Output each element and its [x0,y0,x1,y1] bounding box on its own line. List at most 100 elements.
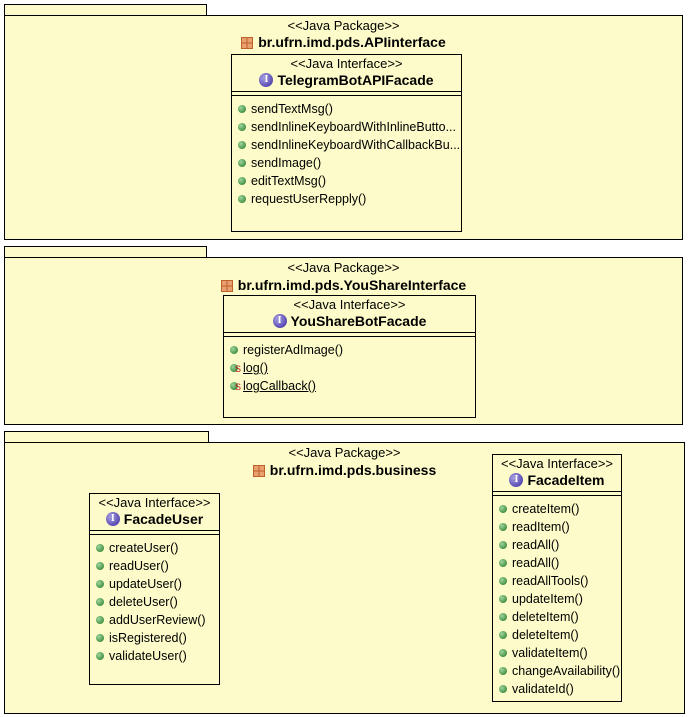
operation[interactable]: readAllTools() [493,572,621,590]
operation-label: updateItem() [512,592,583,606]
interface-icon: I [105,512,120,526]
operation[interactable]: addUserReview() [90,611,219,629]
operation[interactable]: deleteItem() [493,626,621,644]
static-marker: S [235,364,242,374]
interface-name-row: I YouShareBotFacade [224,313,475,329]
operation[interactable]: registerAdImage() [224,341,475,359]
operation-label: sendInlineKeyboardWithInlineButto... [251,120,456,134]
operations-list: createUser() readUser() updateUser() del… [90,535,219,665]
interface-stereotype: <<Java Interface>> [500,456,614,471]
public-method-icon [238,159,246,167]
operation-label: registerAdImage() [243,343,344,357]
operation-label: changeAvailability() [512,664,621,678]
operation-label: sendTextMsg() [251,102,333,116]
interface-stereotype: <<Java Interface>> [293,297,406,312]
operation-label: createItem() [512,502,580,516]
interface-name-row: I FacadeItem [493,472,621,488]
interface-icon: I [259,73,274,87]
public-method-icon [499,631,507,639]
operation-label: readAll() [512,538,560,552]
interface-facadeitem[interactable]: <<Java Interface>> I FacadeItem createIt… [492,454,622,702]
operation[interactable]: changeAvailability() [493,662,621,680]
package-stereotype: <<Java Package>> [287,260,400,275]
operation[interactable]: readAll() [493,554,621,572]
public-method-icon [499,685,507,693]
package-name: br.ufrn.imd.pds.YouShareInterface [237,277,467,293]
operations-list: sendTextMsg() sendInlineKeyboardWithInli… [232,96,461,208]
operation[interactable]: sendInlineKeyboardWithCallbackBu... [232,136,461,154]
operation[interactable]: validateId() [493,680,621,698]
operation-label: requestUserRepply() [251,192,367,206]
operation-label: isRegistered() [109,631,187,645]
operations-list: createItem() readItem() readAll() readAl… [493,496,621,698]
package-name-row: br.ufrn.imd.pds.business [5,462,684,478]
operation-label: createUser() [109,541,179,555]
operation[interactable]: requestUserRepply() [232,190,461,208]
static-marker: S [235,382,242,392]
operation[interactable]: validateItem() [493,644,621,662]
interface-telegrambotapifacade[interactable]: <<Java Interface>> I TelegramBotAPIFacad… [231,54,462,232]
public-method-icon [238,141,246,149]
interface-facadeuser[interactable]: <<Java Interface>> I FacadeUser createUs… [89,493,220,685]
operation-label: sendInlineKeyboardWithCallbackBu... [251,138,461,152]
operation[interactable]: readItem() [493,518,621,536]
operation-label: log() [243,361,269,375]
operation[interactable]: deleteUser() [90,593,219,611]
operation[interactable]: sendInlineKeyboardWithInlineButto... [232,118,461,136]
package-icon [241,36,254,49]
public-method-icon [238,195,246,203]
operation-label: readUser() [109,559,169,573]
public-method-icon [230,364,238,372]
divider [224,332,475,333]
public-method-icon [230,346,238,354]
divider [90,530,219,531]
interface-name: FacadeUser [123,511,204,527]
public-method-icon [96,634,104,642]
operation[interactable]: updateUser() [90,575,219,593]
operation-label: sendImage() [251,156,322,170]
public-method-icon [499,541,507,549]
package-icon [220,279,233,292]
operation-label: readItem() [512,520,570,534]
public-method-icon [238,105,246,113]
operation-label: deleteItem() [512,610,579,624]
operation[interactable]: editTextMsg() [232,172,461,190]
public-method-icon [238,123,246,131]
package-icon [252,464,265,477]
operation[interactable]: updateItem() [493,590,621,608]
operation[interactable]: createItem() [493,500,621,518]
operation[interactable]: deleteItem() [493,608,621,626]
divider [224,333,475,337]
interface-name-row: I FacadeUser [90,511,219,527]
operation[interactable]: validateUser() [90,647,219,665]
package-stereotype: <<Java Package>> [288,445,401,460]
operation[interactable]: readAll() [493,536,621,554]
operation[interactable]: readUser() [90,557,219,575]
public-method-icon [238,177,246,185]
operation[interactable]: createUser() [90,539,219,557]
operation[interactable]: sendImage() [232,154,461,172]
package-name: br.ufrn.imd.pds.business [269,462,437,478]
operation-label: validateId() [512,682,574,696]
operation-label: validateUser() [109,649,187,663]
divider [493,491,621,492]
operation[interactable]: isRegistered() [90,629,219,647]
interface-name: FacadeItem [527,472,605,488]
interface-name: YouShareBotFacade [290,313,427,329]
interface-name-row: I TelegramBotAPIFacade [232,72,461,88]
operation-label: deleteItem() [512,628,579,642]
public-method-icon [499,523,507,531]
operation[interactable]: sendTextMsg() [232,100,461,118]
interface-icon: I [509,473,524,487]
public-method-icon [499,505,507,513]
operation-label: logCallback() [243,379,316,393]
interface-yousharebotfacade[interactable]: <<Java Interface>> I YouShareBotFacade r… [223,295,476,418]
public-method-icon [96,562,104,570]
divider [232,91,461,92]
divider [232,92,461,96]
public-method-icon [96,652,104,660]
public-method-icon [499,577,507,585]
